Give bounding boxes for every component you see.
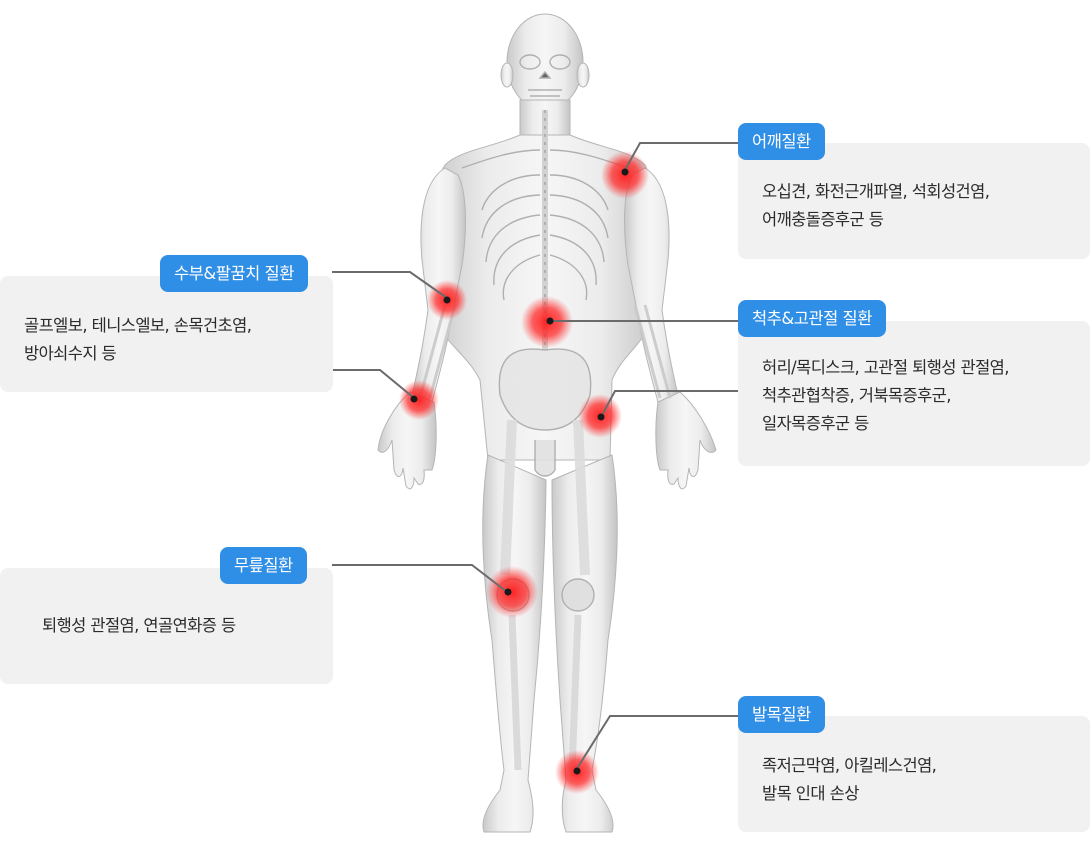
card-spine-hip-description: 허리/목디스크, 고관절 퇴행성 관절염, 척추관협착증, 거북목증후군, 일자… [762,358,1009,433]
card-spine-hip: 허리/목디스크, 고관절 퇴행성 관절염, 척추관협착증, 거북목증후군, 일자… [738,321,1090,466]
connector-lines [332,142,740,771]
tag-knee[interactable]: 무릎질환 [220,547,307,584]
card-wrist-elbow: 골프엘보, 테니스엘보, 손목건초염, 방아쇠수지 등 [0,276,333,392]
card-shoulder: 오십견, 화전근개파열, 석회성건염, 어깨충돌증후군 등 [738,143,1090,259]
connector-dots [410,168,629,775]
card-shoulder-description: 오십견, 화전근개파열, 석회성건염, 어깨충돌증후군 등 [762,182,990,229]
tag-spine-hip[interactable]: 척추&고관절 질환 [738,300,886,337]
tag-shoulder[interactable]: 어깨질환 [738,123,825,160]
card-wrist-elbow-description: 골프엘보, 테니스엘보, 손목건초염, 방아쇠수지 등 [24,316,252,363]
tag-ankle[interactable]: 발목질환 [738,696,825,733]
hotspot-wrist [399,380,439,420]
tag-wrist-elbow[interactable]: 수부&팔꿈치 질환 [160,255,308,292]
card-ankle-description: 족저근막염, 아킬레스건염, 발목 인대 손상 [762,756,937,803]
hotspot-knee [486,566,538,618]
card-ankle: 족저근막염, 아킬레스건염, 발목 인대 손상 [738,716,1090,832]
card-knee: 퇴행성 관절염, 연골연화증 등 [0,568,333,684]
card-knee-description: 퇴행성 관절염, 연골연화증 등 [42,616,236,635]
